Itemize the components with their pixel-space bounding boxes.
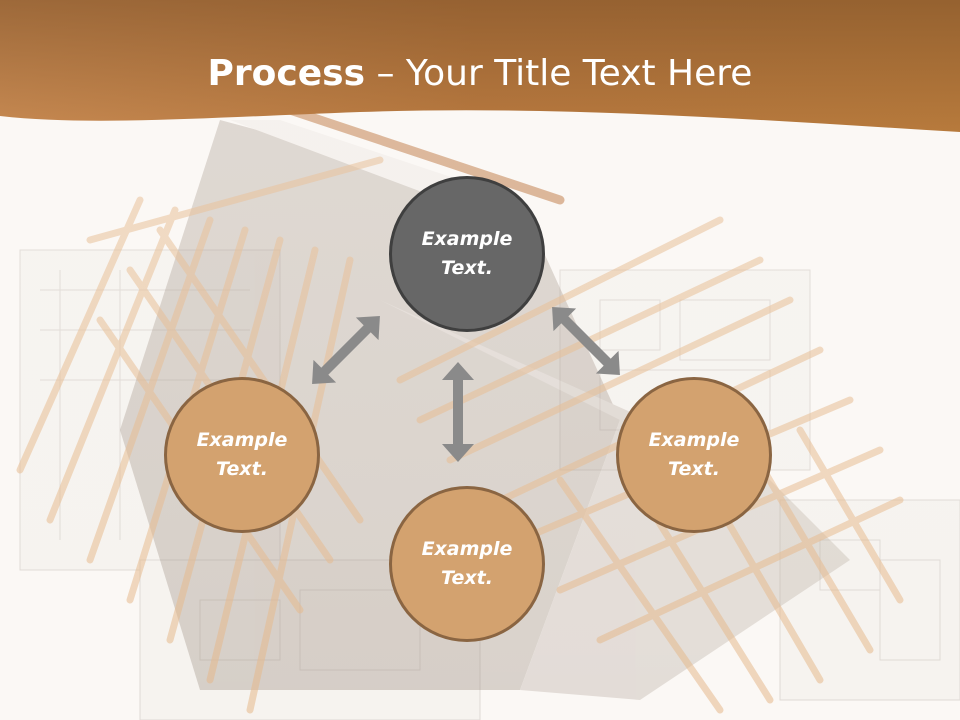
double-arrow-icon	[552, 307, 620, 375]
process-step-top: Example Text.	[389, 176, 545, 332]
process-step-bottom-label: Example Text.	[421, 538, 513, 589]
header-band	[0, 0, 960, 132]
double-arrow-icon	[442, 362, 474, 462]
process-step-top-label: Example Text.	[421, 228, 513, 279]
title-bold: Process	[207, 53, 366, 94]
process-step-right-label: Example Text.	[648, 429, 740, 480]
process-step-left: Example Text.	[164, 377, 320, 533]
slide-title: Process – Your Title Text Here	[0, 50, 960, 98]
double-arrow-icon	[312, 316, 380, 384]
process-step-left-label: Example Text.	[196, 429, 288, 480]
title-rest: – Your Title Text Here	[365, 53, 753, 94]
process-step-right: Example Text.	[616, 377, 772, 533]
process-step-bottom: Example Text.	[389, 486, 545, 642]
